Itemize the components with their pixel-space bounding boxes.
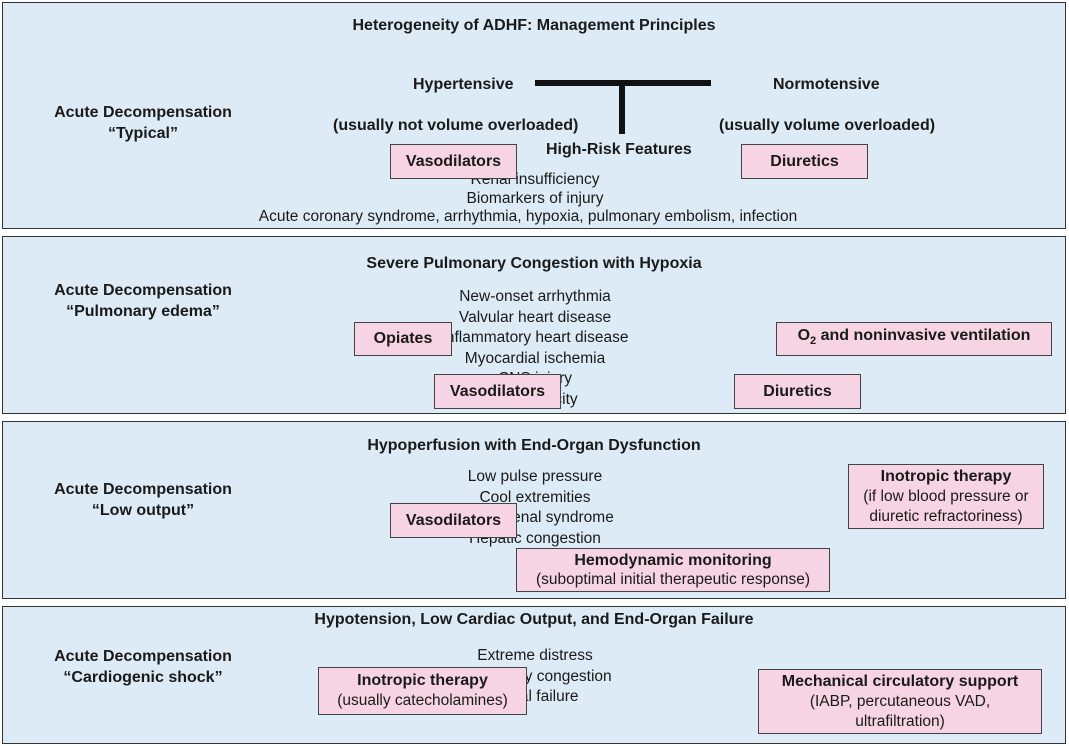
category-label-line2: “Typical” [108,125,178,142]
list-item: New-onset arrhythmia [459,288,611,305]
box-label: Mechanical circulatory support [781,672,1019,690]
panel-title: Hypotension, Low Cardiac Output, and End… [314,611,754,628]
list-item: Inflammatory heart disease [441,329,629,346]
diuretics-box: Diuretics [741,144,868,179]
box-note: (usually catecholamines) [337,692,508,709]
ventilation-text: and noninvasive ventilation [816,327,1031,345]
list-item: Acute coronary syndrome, arrhythmia, hyp… [258,208,798,225]
inotropic-therapy-box: Inotropic therapy (if low blood pressure… [848,464,1044,529]
list-item: Renal insufficiency [470,171,600,188]
box-label: Vasodilators [405,511,502,529]
panel-title: Hypoperfusion with End-Organ Dysfunction [367,437,701,454]
high-risk-list: Renal insufficiency Biomarkers of injury… [3,170,1067,228]
normotensive-label: Normotensive [773,76,880,93]
box-note: diuretic refractoriness) [869,507,1023,525]
vasodilators-box: Vasodilators [390,144,517,179]
category-label-line2: “Cardiogenic shock” [63,669,223,686]
box-note: (IABP, percutaneous VAD, [809,692,991,710]
box-note: ultrafiltration) [855,712,945,730]
vasodilators-box: Vasodilators [390,503,517,538]
normotensive-note: (usually volume overloaded) [719,117,936,134]
mechanical-support-box: Mechanical circulatory support (IABP, pe… [758,669,1042,734]
box-label: Opiates [373,330,433,347]
t-connector-vertical [619,80,625,134]
list-item: Hepatic congestion [469,529,601,547]
vasodilators-box: Vasodilators [434,374,561,409]
diuretics-box: Diuretics [734,374,861,409]
category-label: Acute Decompensation “Typical” [18,102,268,144]
hypertensive-note: (usually not volume overloaded) [333,117,579,134]
box-label: Hemodynamic monitoring [574,552,772,569]
box-note: (suboptimal initial therapeutic response… [536,571,810,588]
category-label: Acute Decompensation “Cardiogenic shock” [18,646,268,688]
box-label: Diuretics [763,382,832,400]
inotropic-therapy-box: Inotropic therapy (usually catecholamine… [318,667,527,715]
panel-title: Severe Pulmonary Congestion with Hypoxia [366,255,702,272]
hypertensive-label: Hypertensive [413,76,514,93]
hemodynamic-monitoring-box: Hemodynamic monitoring (suboptimal initi… [516,548,830,592]
box-label: Vasodilators [405,152,502,170]
category-label-line2: “Pulmonary edema” [66,303,220,320]
box-label: O2 and noninvasive ventilation [798,326,1031,351]
opiates-box: Opiates [354,322,452,356]
category-label-line1: Acute Decompensation [54,282,232,299]
box-label: Diuretics [770,152,839,170]
list-item: Low pulse pressure [467,468,603,485]
list-item: Biomarkers of injury [466,189,604,207]
category-label-line1: Acute Decompensation [54,481,232,498]
oxygen-subscript: 2 [810,335,817,348]
panel-cardiogenic-shock: Hypotension, Low Cardiac Output, and End… [2,606,1066,744]
box-label: Vasodilators [449,382,546,400]
category-label-line1: Acute Decompensation [54,648,232,665]
box-note: (if low blood pressure or [863,487,1029,505]
panel-pulmonary-edema: Severe Pulmonary Congestion with Hypoxia… [2,236,1066,414]
panel-low-output: Hypoperfusion with End-Organ Dysfunction… [2,421,1066,599]
high-risk-heading: High-Risk Features [546,141,692,158]
box-label: Inotropic therapy [880,467,1012,485]
oxygen-ventilation-box: O2 and noninvasive ventilation [776,322,1052,356]
list-item: Extreme distress [477,647,593,664]
category-label-line2: “Low output” [91,502,195,519]
panel-typical: Heterogeneity of ADHF: Management Princi… [2,2,1066,229]
category-label: Acute Decompensation “Low output” [18,479,268,521]
panel-title: Heterogeneity of ADHF: Management Princi… [352,17,716,34]
category-label-line1: Acute Decompensation [54,104,232,121]
list-item: Myocardial ischemia [464,349,606,367]
category-label: Acute Decompensation “Pulmonary edema” [18,280,268,322]
list-item: Valvular heart disease [458,308,612,326]
list-item: Cool extremities [479,488,591,506]
oxygen-symbol: O [797,327,811,345]
box-label: Inotropic therapy [357,672,488,689]
